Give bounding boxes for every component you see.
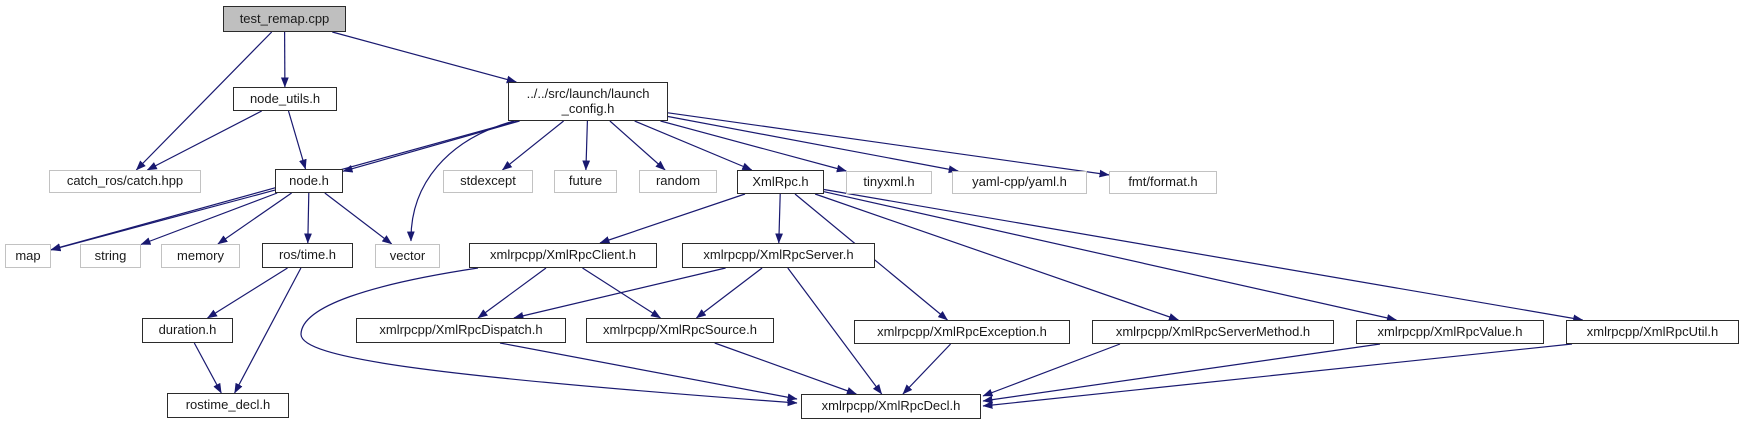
- graph-node-exception[interactable]: xmlrpcpp/XmlRpcException.h: [854, 320, 1070, 344]
- graph-node-node-utils[interactable]: node_utils.h: [233, 87, 337, 111]
- graph-node-xmlrpc[interactable]: XmlRpc.h: [737, 170, 824, 194]
- dependency-edge-rostime-to-duration: [207, 267, 288, 319]
- graph-node-catch: catch_ros/catch.hpp: [49, 170, 201, 193]
- dependency-edge-launch-config-to-random: [609, 120, 666, 171]
- dependency-edge-dispatch-to-decl: [499, 342, 798, 402]
- graph-node-label: vector: [389, 247, 426, 263]
- graph-node-label: XmlRpc.h: [752, 173, 809, 189]
- dependency-edge-node-h-to-map: [50, 189, 276, 252]
- dependency-edge-source-to-decl: [714, 342, 857, 395]
- graph-node-value[interactable]: xmlrpcpp/XmlRpcValue.h: [1356, 320, 1544, 344]
- graph-node-label: rostime_decl.h: [185, 397, 271, 413]
- graph-node-test-remap: test_remap.cpp: [223, 6, 346, 32]
- graph-node-label: ../../src/launch/launch _config.h: [526, 85, 650, 116]
- graph-node-fmt: fmt/format.h: [1109, 171, 1217, 194]
- graph-node-server[interactable]: xmlrpcpp/XmlRpcServer.h: [682, 243, 875, 268]
- graph-node-label: fmt/format.h: [1128, 174, 1198, 190]
- graph-node-duration[interactable]: duration.h: [142, 318, 233, 343]
- graph-node-dispatch[interactable]: xmlrpcpp/XmlRpcDispatch.h: [356, 318, 566, 343]
- graph-node-label: xmlrpcpp/XmlRpcException.h: [877, 323, 1047, 339]
- dependency-edge-xmlrpc-to-server: [775, 193, 783, 244]
- dependency-edge-launch-config-to-fmt: [667, 112, 1110, 178]
- graph-node-label: catch_ros/catch.hpp: [66, 173, 184, 189]
- dependency-edge-server-to-decl: [787, 267, 883, 395]
- graph-node-client[interactable]: xmlrpcpp/XmlRpcClient.h: [469, 243, 657, 268]
- graph-node-label: tinyxml.h: [863, 174, 915, 190]
- dependency-edge-node-h-to-memory: [217, 192, 292, 245]
- graph-node-string: string: [80, 244, 141, 268]
- graph-node-label: xmlrpcpp/XmlRpcSource.h: [603, 322, 757, 338]
- dependency-edge-xmlrpc-to-client: [599, 193, 746, 244]
- graph-node-launch-config[interactable]: ../../src/launch/launch _config.h: [508, 82, 668, 121]
- dependency-edge-node-h-to-vector: [324, 192, 393, 245]
- dependency-edge-launch-config-to-vector: [406, 120, 515, 242]
- graph-node-label: xmlrpcpp/XmlRpcServerMethod.h: [1115, 323, 1311, 339]
- graph-node-yaml: yaml-cpp/yaml.h: [952, 171, 1087, 194]
- dependency-edge-util-to-decl: [982, 343, 1573, 409]
- graph-node-source[interactable]: xmlrpcpp/XmlRpcSource.h: [586, 318, 774, 343]
- graph-node-label: xmlrpcpp/XmlRpcDecl.h: [821, 398, 961, 414]
- graph-node-random: random: [639, 170, 717, 193]
- graph-node-future: future: [554, 170, 617, 193]
- graph-node-decl[interactable]: xmlrpcpp/XmlRpcDecl.h: [801, 394, 981, 419]
- dependency-edge-server-to-dispatch: [513, 267, 726, 320]
- graph-node-label: stdexcept: [460, 173, 516, 189]
- graph-node-servermethod[interactable]: xmlrpcpp/XmlRpcServerMethod.h: [1092, 320, 1334, 344]
- graph-node-vector: vector: [375, 244, 440, 268]
- dependency-edge-launch-config-to-future: [582, 120, 591, 171]
- dependency-edge-client-to-dispatch: [477, 267, 547, 319]
- dependency-edge-xmlrpc-to-servermethod: [814, 193, 1179, 321]
- dependency-edge-launch-config-to-xmlrpc: [634, 120, 753, 171]
- graph-node-label: random: [655, 173, 701, 189]
- graph-node-label: memory: [177, 247, 224, 263]
- dependency-edge-node-h-to-rostime: [304, 192, 312, 244]
- graph-node-label: test_remap.cpp: [239, 10, 330, 26]
- graph-node-label: map: [15, 247, 41, 263]
- dependency-edge-exception-to-decl: [902, 343, 952, 395]
- dependency-edge-test-remap-to-catch: [135, 31, 273, 171]
- dependency-edge-servermethod-to-decl: [982, 343, 1121, 397]
- graph-node-util[interactable]: xmlrpcpp/XmlRpcUtil.h: [1566, 320, 1739, 344]
- graph-node-rostime[interactable]: ros/time.h: [262, 243, 353, 268]
- graph-node-node-h[interactable]: node.h: [275, 169, 343, 193]
- dependency-edge-test-remap-to-launch-config: [332, 31, 517, 84]
- dependency-edge-server-to-source: [696, 267, 763, 319]
- graph-node-memory: memory: [161, 244, 240, 268]
- graph-node-label: xmlrpcpp/XmlRpcUtil.h: [1586, 323, 1719, 339]
- dependency-edge-launch-config-to-tinyxml: [660, 120, 847, 173]
- graph-node-stdexcept: stdexcept: [443, 170, 533, 193]
- dependency-edge-xmlrpc-to-util: [823, 188, 1584, 323]
- graph-node-rostime-decl[interactable]: rostime_decl.h: [167, 393, 289, 418]
- graph-node-label: duration.h: [158, 322, 217, 338]
- graph-node-label: string: [94, 247, 127, 263]
- dependency-edge-xmlrpc-to-value: [823, 191, 1397, 322]
- graph-node-label: node_utils.h: [249, 90, 321, 106]
- dependency-edge-launch-config-to-stdexcept: [502, 120, 564, 171]
- dependency-edge-value-to-decl: [982, 343, 1381, 404]
- dependency-edge-rostime-to-rostime-decl: [234, 267, 302, 394]
- dependency-edge-duration-to-rostime-decl: [193, 342, 222, 394]
- graph-node-label: yaml-cpp/yaml.h: [972, 174, 1067, 190]
- dependency-edge-node-utils-to-catch: [146, 110, 262, 171]
- dependency-edge-node-utils-to-node-h: [287, 110, 307, 170]
- graph-node-label: xmlrpcpp/XmlRpcClient.h: [490, 247, 636, 263]
- graph-node-label: xmlrpcpp/XmlRpcDispatch.h: [379, 322, 543, 338]
- graph-node-label: node.h: [289, 172, 329, 188]
- graph-node-label: xmlrpcpp/XmlRpcValue.h: [1377, 323, 1523, 339]
- dependency-edge-node-h-to-string: [140, 192, 278, 246]
- dependency-edge-launch-config-to-yaml: [667, 115, 959, 174]
- graph-node-label: ros/time.h: [278, 247, 337, 263]
- graph-node-label: xmlrpcpp/XmlRpcServer.h: [703, 247, 854, 263]
- graph-node-map: map: [5, 244, 51, 268]
- graph-node-tinyxml: tinyxml.h: [846, 171, 932, 194]
- graph-node-label: future: [568, 173, 603, 189]
- dependency-edge-client-to-decl: [300, 267, 798, 407]
